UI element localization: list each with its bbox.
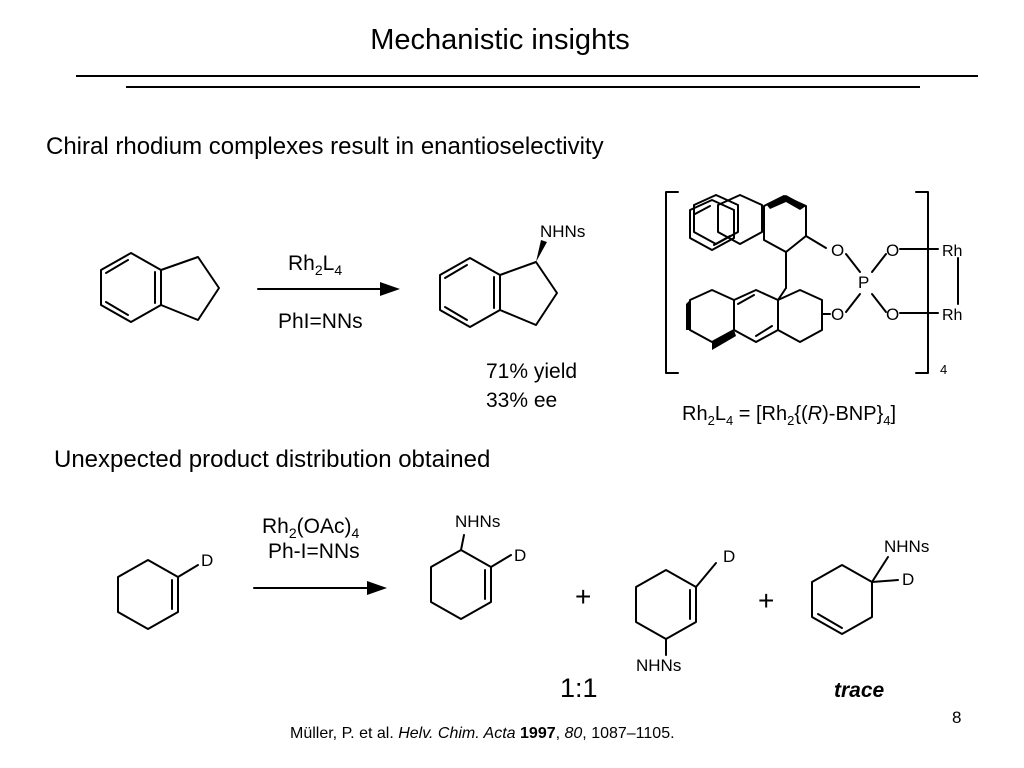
reaction-arrow-1 — [257, 282, 400, 296]
ee-text: 33% ee — [486, 389, 557, 412]
trace-label: trace — [834, 679, 885, 702]
product3-d: D — [902, 570, 914, 589]
reagent-ph-i-nns: Ph-I=NNs — [268, 540, 360, 563]
indane-structure — [100, 252, 220, 323]
atom-o-1: O — [831, 241, 844, 260]
bracket-subscript: 4 — [940, 362, 947, 377]
product1-d: D — [514, 546, 526, 565]
product1-nhns: NHNs — [455, 512, 500, 531]
citation: Müller, P. et al. Helv. Chim. Acta 1997,… — [290, 725, 675, 743]
product-homoallylic-amine — [811, 556, 899, 635]
d-label-start: D — [201, 551, 213, 570]
citation-authors: Müller, P. et al. — [290, 725, 399, 742]
plus-sign-2: + — [758, 585, 774, 616]
reagent-phinns: PhI=NNs — [278, 310, 363, 333]
aminoindane-structure — [439, 240, 558, 328]
citation-pages: , 1087–1105. — [582, 725, 675, 742]
citation-journal: Helv. Chim. Acta — [398, 725, 516, 742]
wedge-bond — [536, 240, 547, 262]
page-number: 8 — [952, 708, 962, 727]
catalyst-bracket-left — [665, 191, 679, 374]
slide-title: Mechanistic insights — [370, 24, 630, 56]
plus-sign-1: + — [575, 581, 591, 612]
atom-p: P — [858, 273, 869, 292]
atom-o-4: O — [886, 305, 899, 324]
product3-nhns: NHNs — [884, 537, 929, 556]
product-allylic-amine-1 — [430, 534, 512, 620]
catalyst-bracket-right — [915, 191, 929, 374]
yield-text: 71% yield — [486, 360, 577, 383]
title-rule-top — [76, 75, 978, 77]
citation-volume: 80 — [564, 725, 583, 742]
product-ratio: 1:1 — [560, 673, 598, 703]
section1-heading: Chiral rhodium complexes result in enant… — [46, 133, 604, 160]
atom-o-3: O — [886, 241, 899, 260]
reaction-arrow-2 — [253, 581, 387, 595]
citation-sep: , — [555, 725, 565, 742]
binaphthyl-lower — [686, 287, 831, 350]
citation-year: 1997 — [520, 725, 556, 742]
product-allylic-amine-2 — [635, 562, 717, 656]
catalyst-definition: Rh2L4 = [Rh2{(R)-BNP}4] — [682, 403, 896, 428]
title-rule-bottom — [126, 86, 920, 88]
binaphthyl-upper — [689, 194, 827, 289]
atom-o-2: O — [831, 305, 844, 324]
product-nhns-label: NHNs — [540, 222, 585, 241]
atom-rh-2: Rh — [942, 307, 962, 324]
product2-d: D — [723, 547, 735, 566]
reagent-rh2l4: Rh2L4 — [288, 252, 342, 278]
atom-rh-1: Rh — [942, 243, 962, 260]
section2-heading: Unexpected product distribution obtained — [54, 446, 491, 473]
cyclohexene-d-structure — [117, 559, 199, 630]
product2-nhns: NHNs — [636, 656, 681, 675]
reagent-rh2oac4: Rh2(OAc)4 — [262, 515, 359, 541]
phosphate-bridge — [845, 248, 959, 314]
